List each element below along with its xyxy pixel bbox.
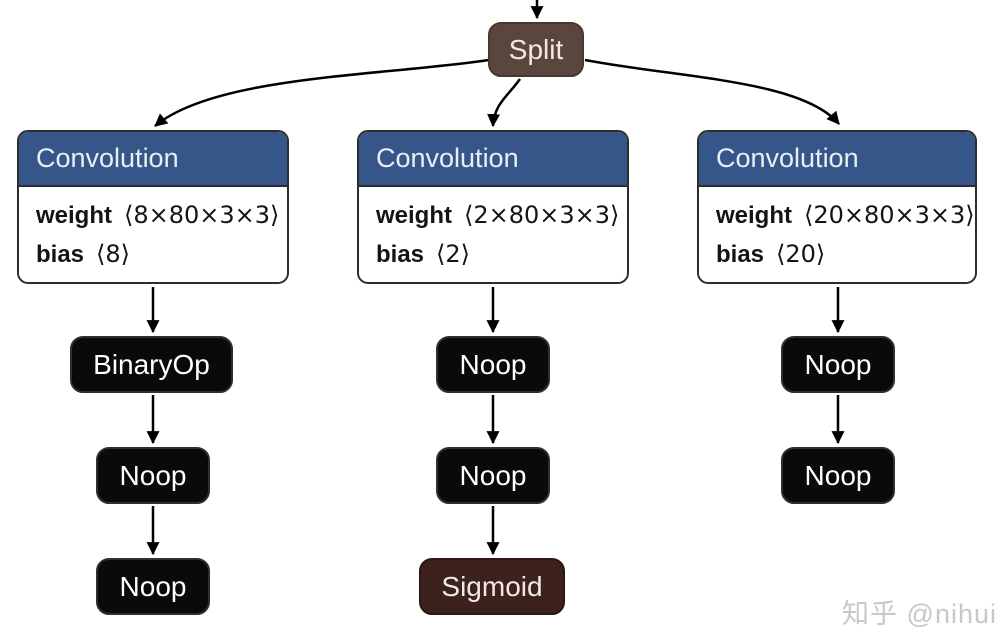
node-convolution-left-params: weight ⟨8×80×3×3⟩ bias ⟨8⟩ (19, 187, 287, 274)
node-label: BinaryOp (93, 348, 210, 380)
param-row: bias ⟨2⟩ (376, 235, 627, 274)
param-key: weight (716, 202, 792, 229)
node-label: Noop (119, 570, 187, 602)
edge-split-to-conv-left (154, 58, 490, 127)
node-convolution-left[interactable]: Convolution weight ⟨8×80×3×3⟩ bias ⟨8⟩ (17, 130, 289, 284)
node-convolution-right[interactable]: Convolution weight ⟨20×80×3×3⟩ bias ⟨20⟩ (697, 130, 977, 284)
node-binaryop[interactable]: BinaryOp (70, 336, 233, 393)
node-label: Noop (119, 459, 187, 491)
node-noop-middle-1[interactable]: Noop (436, 336, 550, 393)
node-split[interactable]: Split (488, 22, 584, 77)
node-convolution-right-params: weight ⟨20×80×3×3⟩ bias ⟨20⟩ (699, 187, 975, 274)
param-row: weight ⟨20×80×3×3⟩ (716, 196, 975, 235)
edge-split-to-conv-right (584, 58, 840, 125)
param-key: weight (376, 202, 452, 229)
node-convolution-middle-header: Convolution (359, 132, 627, 187)
node-sigmoid[interactable]: Sigmoid (419, 558, 565, 615)
node-label: Sigmoid (441, 570, 543, 602)
node-noop-left-1[interactable]: Noop (96, 447, 210, 504)
node-split-label: Split (508, 33, 564, 65)
param-row: bias ⟨20⟩ (716, 235, 975, 274)
node-title: Convolution (376, 143, 519, 173)
node-noop-right-2[interactable]: Noop (781, 447, 895, 504)
edge-split-to-conv-mid (487, 78, 522, 128)
param-value: ⟨20⟩ (776, 240, 826, 268)
node-convolution-right-header: Convolution (699, 132, 975, 187)
node-label: Noop (804, 459, 872, 491)
param-key: bias (376, 241, 425, 268)
param-value: ⟨8⟩ (96, 240, 131, 268)
node-noop-right-1[interactable]: Noop (781, 336, 895, 393)
watermark: 知乎 @nihui (842, 599, 997, 629)
node-convolution-left-header: Convolution (19, 132, 287, 187)
param-key: bias (716, 241, 765, 268)
param-row: bias ⟨8⟩ (36, 235, 287, 274)
param-value: ⟨2×80×3×3⟩ (464, 201, 620, 229)
param-value: ⟨8×80×3×3⟩ (124, 201, 280, 229)
node-label: Noop (459, 459, 527, 491)
param-key: bias (36, 241, 85, 268)
param-key: weight (36, 202, 112, 229)
param-row: weight ⟨8×80×3×3⟩ (36, 196, 287, 235)
node-convolution-middle-params: weight ⟨2×80×3×3⟩ bias ⟨2⟩ (359, 187, 627, 274)
node-convolution-middle[interactable]: Convolution weight ⟨2×80×3×3⟩ bias ⟨2⟩ (357, 130, 629, 284)
param-row: weight ⟨2×80×3×3⟩ (376, 196, 627, 235)
node-label: Noop (804, 348, 872, 380)
param-value: ⟨2⟩ (436, 240, 471, 268)
node-noop-middle-2[interactable]: Noop (436, 447, 550, 504)
node-noop-left-2[interactable]: Noop (96, 558, 210, 615)
node-title: Convolution (36, 143, 179, 173)
node-title: Convolution (716, 143, 859, 173)
param-value: ⟨20×80×3×3⟩ (804, 201, 975, 229)
node-label: Noop (459, 348, 527, 380)
